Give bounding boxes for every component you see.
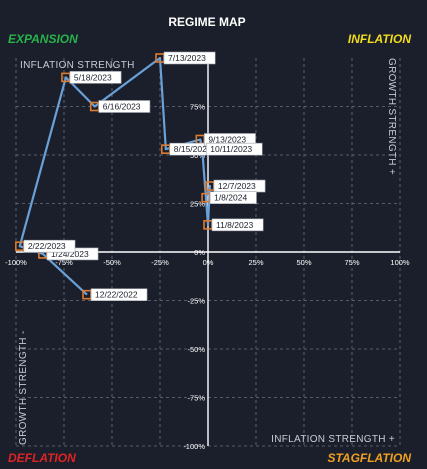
point-label-text: 2/22/2023 — [28, 241, 66, 251]
point-label: 2/22/2023 — [23, 239, 76, 253]
point-label-text: 6/16/2023 — [103, 102, 141, 112]
x-tick-label: -25% — [151, 258, 169, 267]
quadrant-label-deflation: DEFLATION — [8, 451, 76, 465]
point-label-box — [23, 239, 76, 253]
y-tick-label: 0% — [194, 248, 205, 257]
point-label-text: 8/15/2023 — [174, 144, 212, 154]
y-tick-label: 75% — [190, 103, 205, 112]
point-label: 5/18/2023 — [69, 71, 122, 84]
point-label-box — [98, 100, 151, 113]
point-label-box — [209, 191, 257, 204]
x-axis-title-bottom: INFLATION STRENGTH + — [271, 434, 395, 445]
point-label: 6/16/2023 — [98, 100, 151, 113]
y-tick-label: -50% — [187, 345, 205, 354]
x-tick-label: -75% — [55, 258, 73, 267]
point-label-text: 7/13/2023 — [168, 53, 206, 63]
y-tick-label: 50% — [190, 151, 205, 160]
x-tick-label: 75% — [344, 258, 359, 267]
x-tick-label: 0% — [203, 258, 214, 267]
point-label-text: 12/7/2023 — [218, 181, 256, 191]
point-label-text: 10/11/2023 — [210, 144, 252, 154]
point-label-box — [69, 71, 122, 84]
y-tick-label: -75% — [187, 394, 205, 403]
point-label: 12/22/2022 — [90, 288, 148, 301]
x-tick-label: 25% — [248, 258, 263, 267]
x-tick-label: 50% — [296, 258, 311, 267]
point-label: 11/8/2023 — [211, 218, 264, 232]
x-tick-label: -50% — [103, 258, 121, 267]
axes: -100% -75% -50% -25% 0% 25% 50% 75% 100% 75% 50% 25… — [5, 58, 410, 451]
y-axis-title-left: GROWTH STRENGTH - — [18, 330, 29, 445]
point-label: 1/8/2024 — [209, 191, 257, 204]
quadrant-label-stagflation: STAGFLATION — [327, 451, 411, 465]
point-label: 7/13/2023 — [163, 51, 216, 65]
point-label-text: 9/13/2023 — [208, 134, 246, 144]
quadrant-label-inflation: INFLATION — [348, 32, 411, 46]
y-axis-title-right: GROWTH STRENGTH + — [386, 58, 397, 175]
point-label-text: 12/22/2022 — [95, 290, 138, 300]
point-label-box — [163, 51, 216, 65]
y-tick-label: -100% — [183, 442, 205, 451]
point-label-text: 11/8/2023 — [216, 220, 253, 230]
quadrant-label-expansion: EXPANSION — [8, 32, 78, 46]
point-label-text: 1/8/2024 — [214, 193, 247, 203]
y-tick-label: 25% — [190, 200, 205, 209]
point-label-box — [90, 288, 148, 301]
point-label-box — [211, 218, 264, 232]
y-tick-label: -25% — [187, 297, 205, 306]
point-label: 12/7/2023 — [213, 179, 266, 193]
x-tick-label: -100% — [5, 258, 27, 267]
x-tick-label: 100% — [390, 258, 410, 267]
point-label-box — [205, 142, 263, 156]
point-label: 10/11/2023 — [205, 142, 263, 156]
chart-title: REGIME MAP — [168, 15, 245, 29]
point-label-text: 5/18/2023 — [74, 72, 112, 82]
x-axis-title-top: INFLATION STRENGTH — [20, 60, 135, 71]
point-label-text: 1/24/2023 — [51, 249, 89, 259]
